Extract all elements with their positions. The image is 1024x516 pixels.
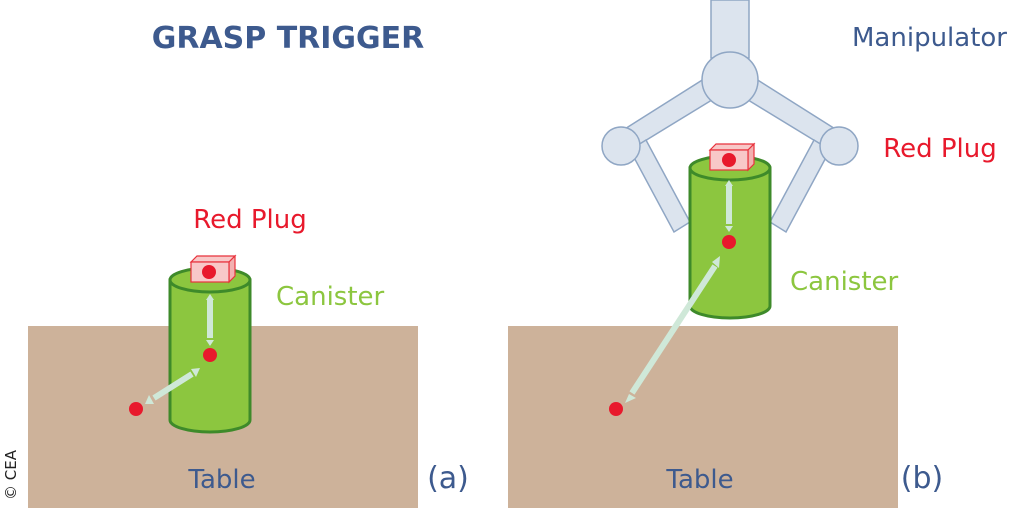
- table-label: Table: [665, 465, 733, 495]
- manipulator-joint-right: [819, 126, 859, 166]
- arrowhead: [625, 394, 636, 403]
- manipulator-joint-left: [601, 126, 641, 166]
- plug-point: [722, 153, 736, 167]
- arrowhead: [206, 340, 214, 346]
- arrowhead: [145, 395, 154, 404]
- table-origin-point: [129, 402, 143, 416]
- canister-center-point: [203, 348, 217, 362]
- panel-b: Table (b) Manipulator Canister Red Plu: [508, 0, 1007, 508]
- arrowhead: [725, 180, 733, 186]
- manipulator-wrist: [710, 0, 750, 59]
- manipulator: [601, 0, 859, 234]
- table-origin-point: [609, 402, 623, 416]
- manipulator-joint-center: [701, 51, 759, 109]
- red-plug: [189, 254, 237, 284]
- canister-label: Canister: [276, 282, 385, 312]
- red-plug-label: Red Plug: [883, 134, 997, 164]
- table-label: Table: [187, 465, 255, 495]
- panel-a: Table (a) Canister Red Plug: [28, 205, 469, 508]
- plug-point: [202, 265, 216, 279]
- canister-label: Canister: [790, 267, 899, 297]
- arrowhead: [191, 368, 200, 377]
- arrowhead: [712, 256, 720, 268]
- canister-center-point: [722, 235, 736, 249]
- diagram-title: GRASP TRIGGER: [152, 21, 425, 56]
- arrowhead: [206, 294, 214, 300]
- panel-label: (a): [427, 461, 469, 496]
- table-surface: [508, 326, 898, 508]
- panel-label: (b): [901, 461, 943, 496]
- transform-arrow-diagonal: [152, 371, 194, 401]
- manipulator-label: Manipulator: [852, 23, 1007, 53]
- red-plug-label: Red Plug: [193, 205, 307, 235]
- copyright-text: © CEA: [2, 449, 20, 500]
- transform-arrow-diagonal: [629, 264, 718, 395]
- arrowhead: [725, 226, 733, 232]
- red-plug: [708, 142, 756, 172]
